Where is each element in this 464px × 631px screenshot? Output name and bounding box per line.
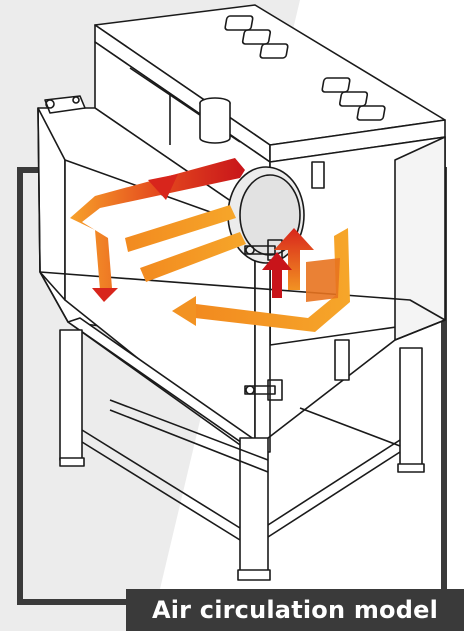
top-flow-arrow	[70, 158, 245, 290]
chimney	[199, 97, 231, 144]
fan-outlet-arrow	[274, 228, 314, 290]
lid-vents	[224, 15, 386, 121]
lid-hinge	[44, 95, 86, 114]
return-flow-arrow	[195, 228, 350, 332]
air-flow-arrows	[70, 158, 350, 332]
door-latch-lower	[244, 379, 283, 401]
stand-legs	[59, 329, 425, 581]
stand-braces	[81, 399, 401, 541]
caption-label: Air circulation model	[126, 589, 464, 631]
diagonal-flow-arrow	[125, 205, 236, 252]
oven-machine	[37, 4, 446, 581]
